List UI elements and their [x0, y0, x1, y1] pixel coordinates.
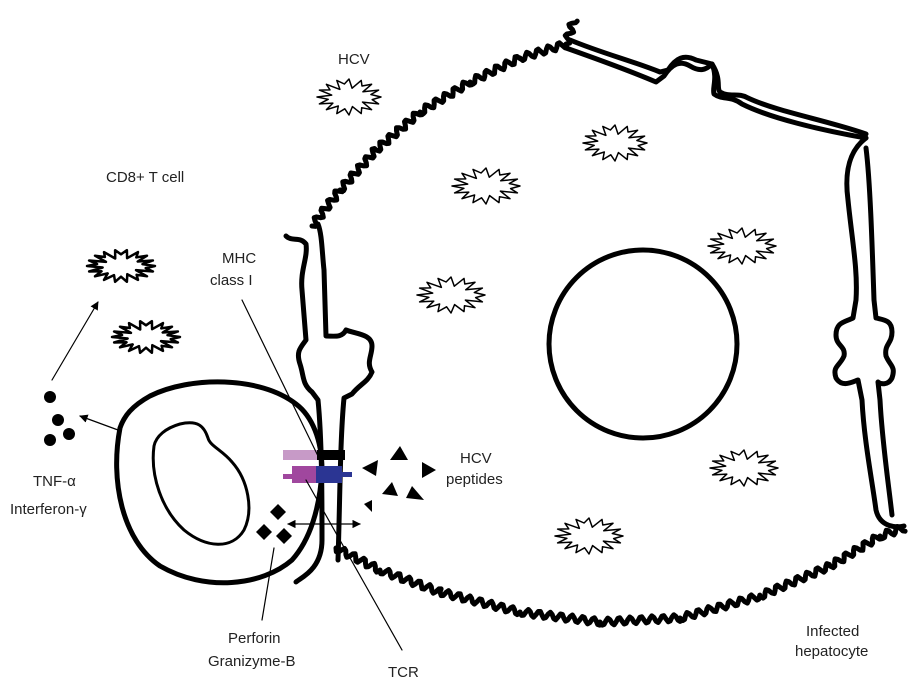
hepatocyte-membrane-bottom — [333, 524, 908, 628]
hepatocyte-nucleus — [546, 247, 740, 441]
peptide-triangle — [390, 446, 408, 460]
hcv-peptide-triangles — [362, 446, 436, 512]
virion-icon — [707, 227, 777, 265]
cytokine-dot — [63, 428, 75, 440]
cytokine-dot — [44, 391, 56, 403]
virion-icon — [554, 517, 624, 555]
label-hcv-peptides-line1: HCV — [460, 450, 492, 467]
label-hcv-peptides-line2: peptides — [446, 471, 503, 488]
hepatocyte-membrane-junction-outer — [563, 45, 869, 141]
mhc-tcr-complex — [283, 450, 352, 483]
granule-diamond — [270, 504, 286, 520]
arrows — [51, 299, 403, 651]
peptide-triangle — [422, 462, 436, 478]
labels: HCV CD8+ T cell MHC class I HCV peptides… — [10, 51, 868, 681]
pointer-mhc — [241, 299, 319, 457]
label-infected-line1: Infected — [806, 623, 859, 640]
hepatocyte-membrane-right-outer — [832, 135, 907, 530]
virion-icon — [316, 78, 382, 116]
granule-diamond — [256, 524, 272, 540]
label-mhc-line2: class I — [210, 272, 253, 289]
hepatocyte-membrane-left-inner — [315, 221, 375, 563]
virion-icon — [110, 319, 182, 355]
virion-icon — [709, 449, 779, 487]
tcr-bar-blue-stub — [340, 472, 352, 477]
hepatocyte-membrane-junction-inner — [567, 37, 869, 137]
label-infected-line2: hepatocyte — [795, 643, 868, 660]
virion-icon — [416, 276, 486, 314]
hcv-virions — [85, 78, 779, 555]
cytokine-dots — [44, 391, 75, 446]
tcr-bar-magenta — [292, 466, 316, 483]
perforin-granules — [256, 504, 292, 544]
peptide-triangle — [364, 500, 372, 512]
tcr-bar-magenta-stub — [283, 474, 295, 479]
pointer-tcr — [305, 479, 403, 651]
peptide-triangle — [362, 460, 378, 476]
t-cell-membrane — [114, 379, 325, 586]
virion-icon — [451, 167, 521, 205]
hepatocyte-cell — [283, 18, 908, 628]
granule-diamond — [276, 528, 292, 544]
label-tnf-alpha: TNF-α — [33, 473, 76, 490]
pointer-perforin — [261, 547, 275, 621]
hepatocyte-membrane-top — [309, 18, 580, 229]
virion-icon — [582, 124, 648, 162]
peptide-triangle — [406, 486, 424, 500]
arrow-to-virions — [51, 301, 99, 381]
t-cell-nucleus — [151, 421, 251, 546]
label-perforin: Perforin — [228, 630, 281, 647]
label-hcv: HCV — [338, 51, 370, 68]
cytokine-dot — [44, 434, 56, 446]
hepatocyte-membrane-right-inner — [863, 145, 896, 518]
label-interferon-gamma: Interferon-γ — [10, 501, 87, 518]
peptide-triangle — [382, 482, 398, 496]
label-mhc-line1: MHC — [222, 250, 256, 267]
label-cd8-t-cell: CD8+ T cell — [106, 169, 184, 186]
label-granzyme-b: Granizyme-B — [208, 653, 296, 670]
cd8-t-cell — [114, 379, 325, 586]
arrow-to-cytokines — [79, 414, 119, 431]
label-tcr: TCR — [388, 664, 419, 681]
cytokine-dot — [52, 414, 64, 426]
hepatocyte-membrane-left-outer — [283, 233, 325, 585]
mhc-bar-dark — [317, 450, 345, 460]
tcr-bar-blue — [316, 466, 342, 483]
virion-icon — [85, 248, 157, 284]
mhc-bar-light — [283, 450, 317, 460]
